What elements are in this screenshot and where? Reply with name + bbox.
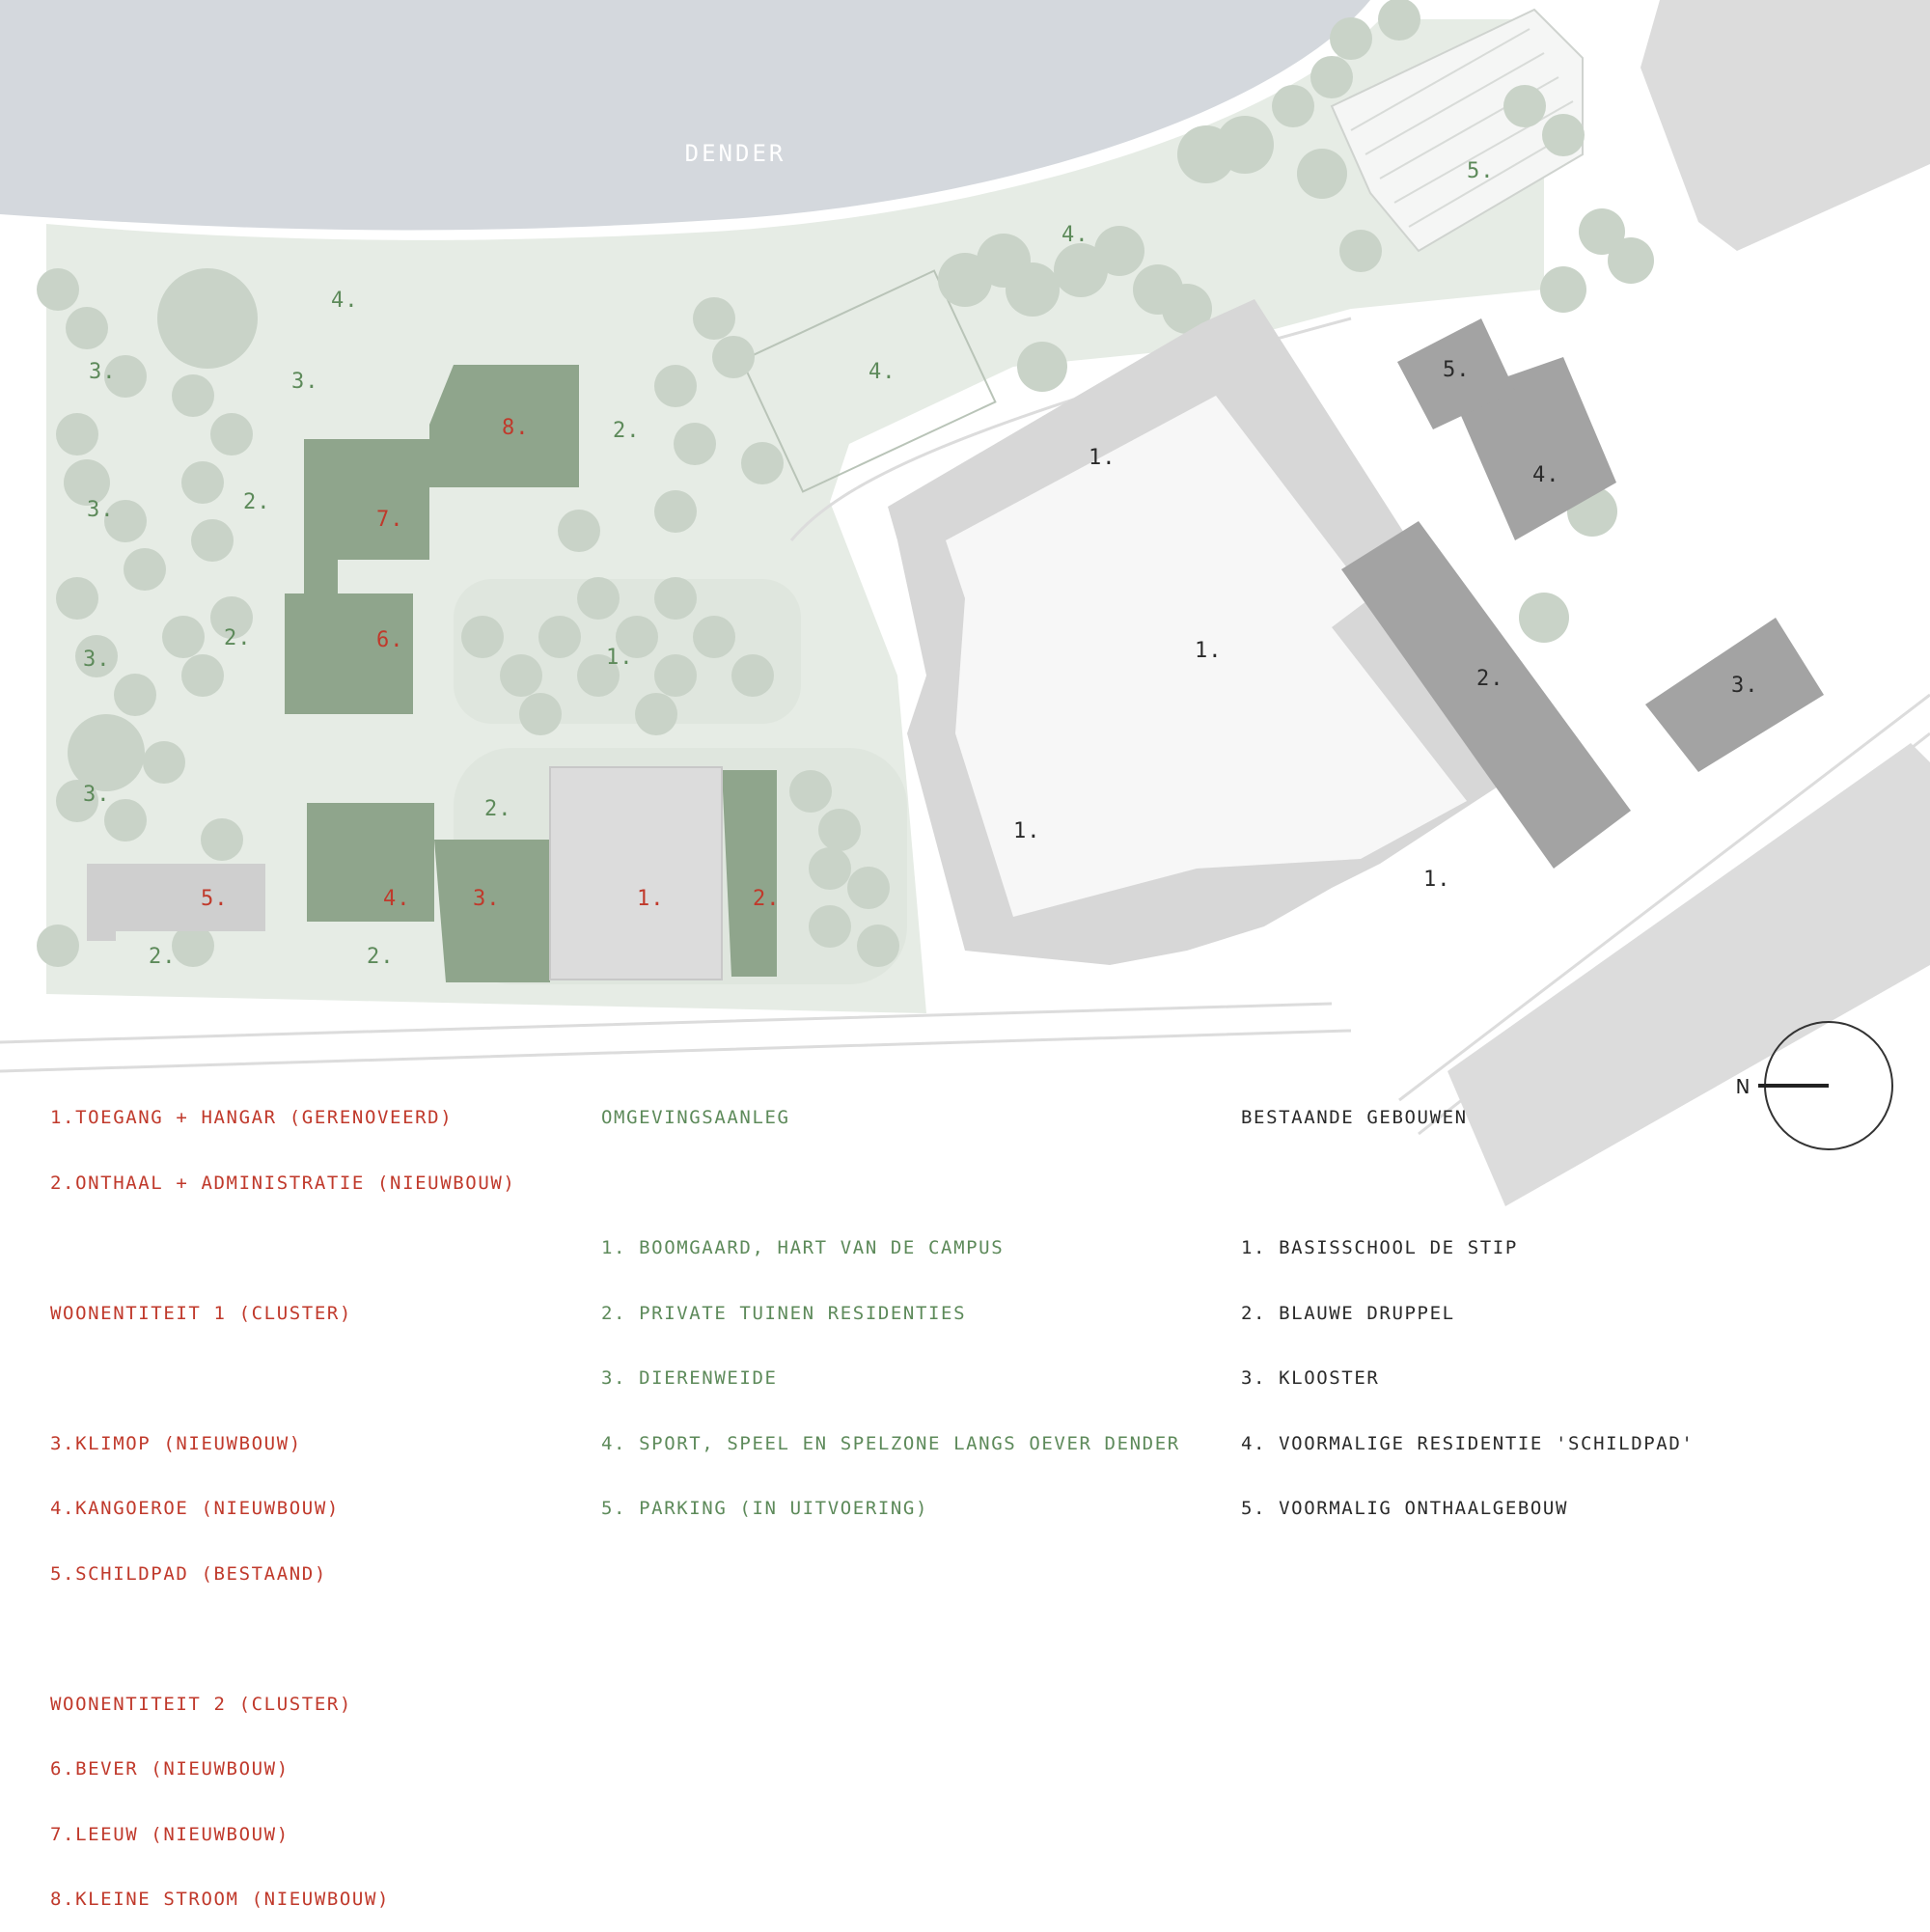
- existing-row-houses: [1448, 743, 1930, 1206]
- building-6: [285, 593, 413, 714]
- label-building-5: 5.: [201, 887, 229, 911]
- legend-cluster2-item-8: 8.KLEINE STROOM (NIEUWBOUW): [50, 1889, 391, 1910]
- legend-landscape-item-3: 3. DIERENWEIDE: [601, 1367, 778, 1389]
- legend-existing-item-3: 3. KLOOSTER: [1241, 1367, 1380, 1389]
- legend-program: 1.TOEGANG + HANGAR (GERENOVEERD) 2.ONTHA…: [50, 1063, 515, 1932]
- north-arrow-icon: N: [1736, 1021, 1893, 1150]
- label-existing-2: 2.: [1476, 667, 1504, 691]
- new-building-labels: 8. 7. 6. 4. 3. 2. 1. 5.: [201, 416, 781, 911]
- label-landscape-2-d: 2.: [484, 797, 512, 821]
- building-4: [307, 803, 434, 922]
- label-existing-1-c: 1.: [1013, 819, 1041, 843]
- label-building-7: 7.: [376, 508, 404, 532]
- building-5-schildpad: [87, 864, 265, 941]
- legend-existing-title: BESTAANDE GEBOUWEN: [1241, 1107, 1468, 1128]
- legend-landscape-item-5: 5. PARKING (IN UITVOERING): [601, 1498, 929, 1519]
- label-existing-3: 3.: [1731, 674, 1759, 698]
- legend-cluster1-item-4: 4.KANGOEROE (NIEUWBOUW): [50, 1498, 340, 1519]
- label-existing-5: 5.: [1443, 358, 1471, 382]
- label-landscape-2-b: 2.: [243, 490, 271, 514]
- label-landscape-1: 1.: [606, 646, 634, 670]
- label-building-3: 3.: [473, 887, 501, 911]
- label-existing-1-b: 1.: [1195, 639, 1223, 663]
- label-landscape-4-c: 4.: [868, 360, 896, 384]
- landscape-labels: 4. 4. 4. 5. 3. 3. 3. 3. 3. 2. 2. 2. 2. 2…: [83, 159, 1495, 969]
- river-label: DENDER: [685, 140, 786, 167]
- label-landscape-2-f: 2.: [149, 945, 177, 969]
- label-landscape-3-d: 3.: [83, 648, 111, 672]
- building-2: [722, 770, 777, 977]
- legend-existing-item-2: 2. BLAUWE DRUPPEL: [1241, 1302, 1455, 1324]
- existing-4: [1452, 357, 1616, 540]
- label-landscape-3-e: 3.: [83, 783, 111, 807]
- label-landscape-2-e: 2.: [367, 945, 395, 969]
- legend-cluster2-title: WOONENTITEIT 2 (CLUSTER): [50, 1693, 352, 1715]
- building-3: [434, 840, 550, 982]
- legend-cluster1-item-5: 5.SCHILDPAD (BESTAAND): [50, 1562, 327, 1585]
- existing-2: [1341, 521, 1631, 869]
- legend-existing-item-5: 5. VOORMALIG ONTHAALGEBOUW: [1241, 1498, 1569, 1519]
- road: [0, 317, 1930, 1136]
- klooster-top: [1640, 0, 1930, 251]
- legend-cluster1-title: WOONENTITEIT 1 (CLUSTER): [50, 1302, 352, 1324]
- label-existing-1-a: 1.: [1089, 446, 1117, 470]
- label-landscape-2-c: 2.: [224, 626, 252, 650]
- label-landscape-3-b: 3.: [291, 370, 319, 394]
- legend-cluster2-item-7: 7.LEEUW (NIEUWBOUW): [50, 1823, 290, 1845]
- north-label: N: [1736, 1075, 1751, 1098]
- legend-existing-item-4: 4. VOORMALIGE RESIDENTIE 'SCHILDPAD': [1241, 1432, 1695, 1454]
- legend-existing-item-1: 1. BASISSCHOOL DE STIP: [1241, 1237, 1518, 1258]
- legend-landscape-item-1: 1. BOOMGAARD, HART VAN DE CAMPUS: [601, 1237, 1005, 1258]
- legend-landscape-item-2: 2. PRIVATE TUINEN RESIDENTIES: [601, 1302, 967, 1324]
- existing-3: [1645, 618, 1824, 772]
- legend-landscape: OMGEVINGSAANLEG 1. BOOMGAARD, HART VAN D…: [601, 1063, 1180, 1541]
- legend-landscape-item-4: 4. SPORT, SPEEL EN SPELZONE LANGS OEVER …: [601, 1432, 1180, 1454]
- existing-5: [1397, 318, 1515, 429]
- building-1-hangar: [549, 766, 723, 980]
- existing-building-labels: 1. 1. 1. 1. 2. 3. 4. 5.: [1013, 358, 1759, 892]
- site-plan-map: DENDER: [0, 0, 1930, 1206]
- existing-buildings: [888, 0, 1930, 965]
- label-landscape-2-a: 2.: [613, 419, 641, 443]
- legend-existing: BESTAANDE GEBOUWEN 1. BASISSCHOOL DE STI…: [1241, 1063, 1694, 1541]
- label-landscape-3-c: 3.: [87, 498, 115, 522]
- label-existing-4: 4.: [1532, 463, 1560, 487]
- label-landscape-4-b: 4.: [1062, 223, 1089, 247]
- building-7: [304, 439, 429, 593]
- legend-program-item-2: 2.ONTHAAL + ADMINISTRATIE (NIEUWBOUW): [50, 1172, 516, 1194]
- label-building-2: 2.: [753, 887, 781, 911]
- legend-cluster1-item-3: 3.KLIMOP (NIEUWBOUW): [50, 1432, 302, 1454]
- label-landscape-3-a: 3.: [89, 360, 117, 384]
- parking-area: [1330, 8, 1584, 253]
- new-buildings: [87, 365, 777, 982]
- label-building-1: 1.: [637, 887, 665, 911]
- river-dender: [0, 0, 1370, 231]
- label-building-8: 8.: [502, 416, 530, 440]
- legend-landscape-title: OMGEVINGSAANLEG: [601, 1107, 790, 1128]
- label-building-6: 6.: [376, 628, 404, 652]
- building-8: [429, 365, 579, 487]
- label-landscape-4-a: 4.: [331, 289, 359, 313]
- label-existing-1-d: 1.: [1423, 868, 1451, 892]
- legend-program-item-1: 1.TOEGANG + HANGAR (GERENOVEERD): [50, 1107, 454, 1128]
- label-building-4: 4.: [383, 887, 411, 911]
- existing-1-courtyard: [946, 396, 1467, 917]
- tree-canopy: [37, 0, 1654, 967]
- legend-cluster2-item-6: 6.BEVER (NIEUWBOUW): [50, 1758, 290, 1780]
- label-landscape-5: 5.: [1467, 159, 1495, 183]
- sports-field: [740, 269, 997, 493]
